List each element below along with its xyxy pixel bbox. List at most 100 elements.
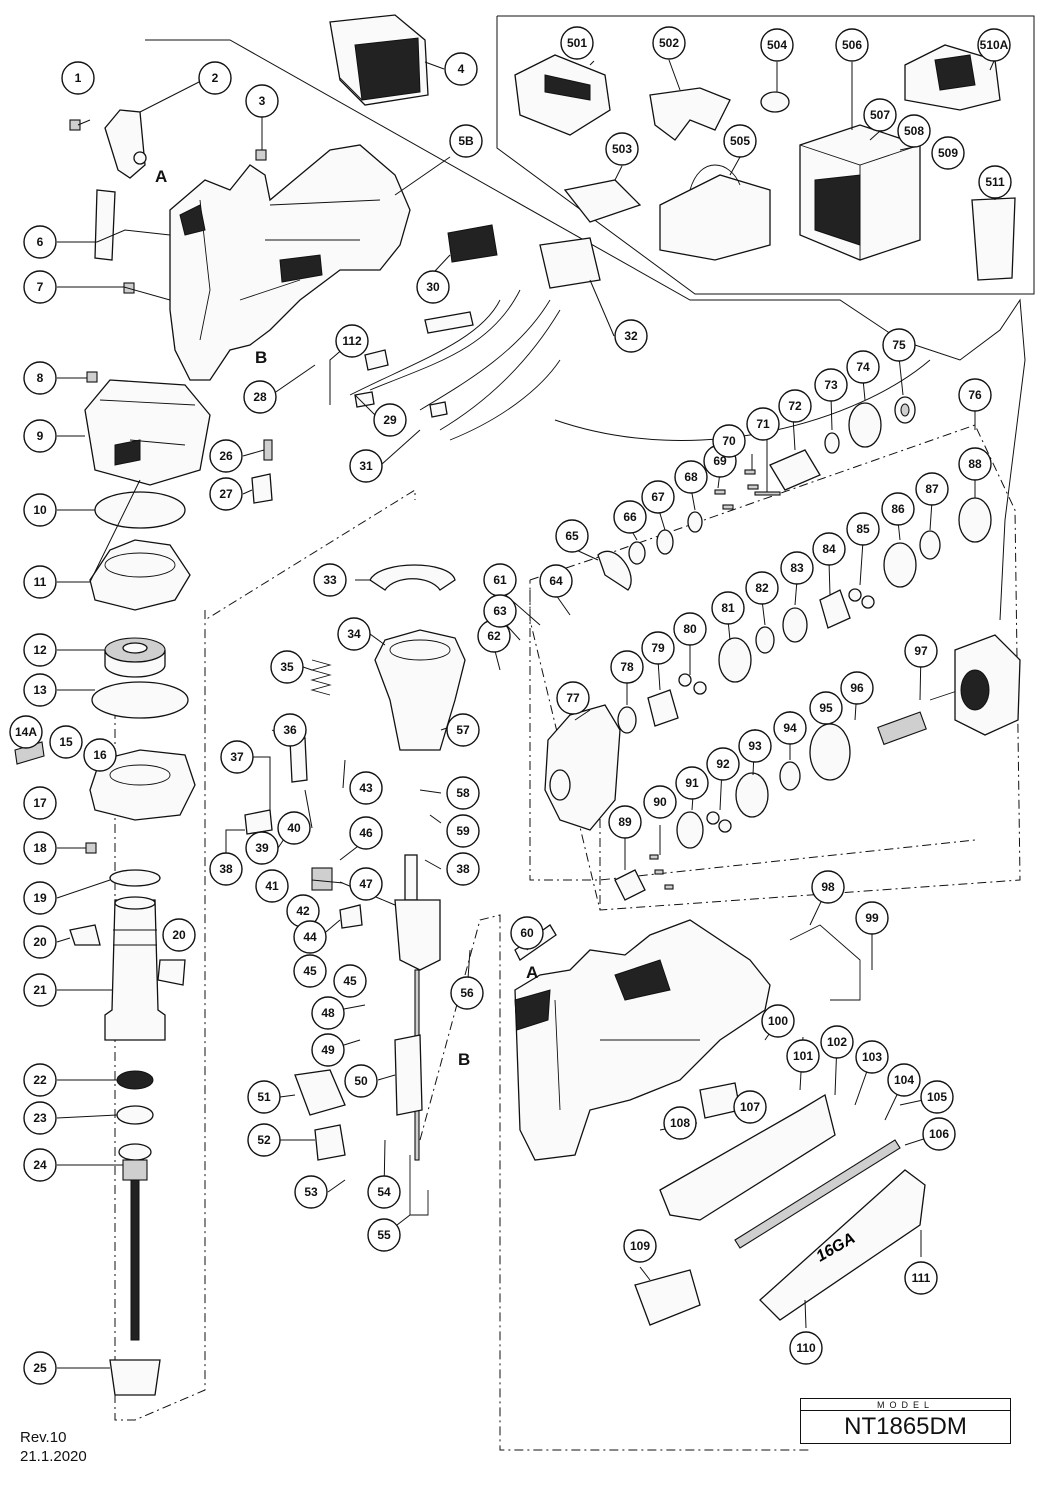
- gears-part-80: [678, 673, 707, 695]
- callout-label: 105: [927, 1090, 947, 1104]
- callout-part-38: 38: [446, 852, 480, 886]
- callout-part-54: 54: [367, 1175, 401, 1209]
- callout-part-47: 47: [349, 867, 383, 901]
- callout-part-82: 82: [745, 571, 779, 605]
- adapter-part-503: [563, 179, 642, 223]
- callout-part-111: 111: [904, 1261, 938, 1295]
- ring-gear-part-93: [735, 772, 769, 818]
- callout-label: 8: [37, 371, 44, 385]
- callout-label: 38: [456, 862, 470, 876]
- callout-part-74: 74: [846, 350, 880, 384]
- callout-label: 507: [870, 108, 890, 122]
- part-callouts: 1 2 3 4 5B 6 7 8 9 10 11 12 13 14A 15 16…: [9, 26, 1012, 1385]
- callout-label: 70: [722, 434, 736, 448]
- callout-part-49: 49: [311, 1033, 345, 1067]
- callout-label: 6: [37, 235, 44, 249]
- callout-label: 53: [304, 1185, 318, 1199]
- magazine-cover-part-110: 16GA: [759, 1169, 926, 1321]
- washer-part-78: [617, 706, 637, 734]
- callout-part-2: 2: [198, 61, 232, 95]
- washer-part-82: [755, 626, 775, 654]
- driver-blade-part-24: [118, 1143, 152, 1341]
- callout-label: 101: [793, 1049, 813, 1063]
- callout-label: 78: [620, 660, 634, 674]
- plate-part-50: [394, 1034, 423, 1116]
- callout-label: 68: [684, 470, 698, 484]
- callout-part-4: 4: [444, 52, 478, 86]
- callout-part-66: 66: [613, 500, 647, 534]
- callout-part-33: 33: [313, 563, 347, 597]
- callout-part-58: 58: [446, 776, 480, 810]
- cylinder-cap-part-11: [89, 539, 191, 611]
- callout-part-64: 64: [539, 564, 573, 598]
- callout-part-41: 41: [255, 869, 289, 903]
- callout-label: 511: [985, 175, 1005, 189]
- callout-label: 37: [230, 750, 244, 764]
- callout-label: 33: [323, 573, 337, 587]
- callout-label: 13: [33, 683, 47, 697]
- callout-label: 86: [891, 502, 905, 516]
- callout-label: 103: [862, 1050, 882, 1064]
- callout-label: 18: [33, 841, 47, 855]
- callout-label: 62: [487, 629, 501, 643]
- callout-label: 45: [303, 964, 317, 978]
- callout-part-43: 43: [349, 771, 383, 805]
- callout-label: 5B: [458, 134, 474, 148]
- model-caption: MODEL: [801, 1399, 1010, 1411]
- callout-part-29: 29: [373, 403, 407, 437]
- screw-part-8: [86, 371, 98, 383]
- callout-part-96: 96: [840, 671, 874, 705]
- callout-label: 2: [212, 71, 219, 85]
- spring-part-68: [687, 511, 703, 533]
- callout-label: 38: [219, 862, 233, 876]
- pins-part-90: [649, 854, 674, 890]
- callout-label: 55: [377, 1228, 391, 1242]
- callout-part-79: 79: [641, 631, 675, 665]
- callout-label: 15: [59, 735, 73, 749]
- callout-part-32: 32: [614, 319, 648, 353]
- callout-label: 60: [520, 926, 534, 940]
- callout-label: 503: [612, 142, 632, 156]
- callout-label: 51: [257, 1090, 271, 1104]
- callout-label: 23: [33, 1111, 47, 1125]
- pin-part-71: [754, 491, 781, 496]
- callout-part-502: 502: [652, 26, 686, 60]
- callout-label: 100: [768, 1014, 788, 1028]
- callout-label: 81: [721, 601, 735, 615]
- callout-part-77: 77: [556, 681, 590, 715]
- callout-label: 93: [748, 739, 762, 753]
- callout-label: 46: [359, 826, 373, 840]
- model-name: NT1865DM: [844, 1413, 967, 1440]
- callout-part-53: 53: [294, 1175, 328, 1209]
- callout-part-5b: 5B: [449, 124, 483, 158]
- callout-label: 83: [790, 561, 804, 575]
- callout-part-7: 7: [23, 270, 57, 304]
- bumper-part-12: [104, 637, 166, 678]
- callout-label: 27: [219, 487, 233, 501]
- callout-label: 510A: [980, 38, 1009, 52]
- callout-label: 7: [37, 280, 44, 294]
- callout-part-22: 22: [23, 1063, 57, 1097]
- washer-part-67: [656, 529, 674, 555]
- callout-part-56: 56: [450, 976, 484, 1010]
- callout-label: 94: [783, 721, 797, 735]
- callout-part-101: 101: [786, 1039, 820, 1073]
- callout-part-107: 107: [733, 1090, 767, 1124]
- callout-part-95: 95: [809, 691, 843, 725]
- insert-part-510a: [904, 44, 1001, 111]
- ring-gear-part-86: [883, 542, 917, 588]
- callout-part-106: 106: [922, 1117, 956, 1151]
- callout-part-86: 86: [881, 492, 915, 526]
- rod-part-55: [409, 1155, 429, 1216]
- callout-label: 29: [383, 413, 397, 427]
- callout-label: 56: [460, 986, 474, 1000]
- callout-label: 35: [280, 660, 294, 674]
- ring-part-83: [782, 607, 808, 643]
- callout-part-93: 93: [738, 729, 772, 763]
- callout-label: 109: [630, 1239, 650, 1253]
- holder-part-27: [251, 473, 273, 504]
- callout-part-3: 3: [245, 84, 279, 118]
- callout-part-507: 507: [863, 98, 897, 132]
- nut-part-88: [958, 497, 992, 543]
- callout-part-19: 19: [23, 881, 57, 915]
